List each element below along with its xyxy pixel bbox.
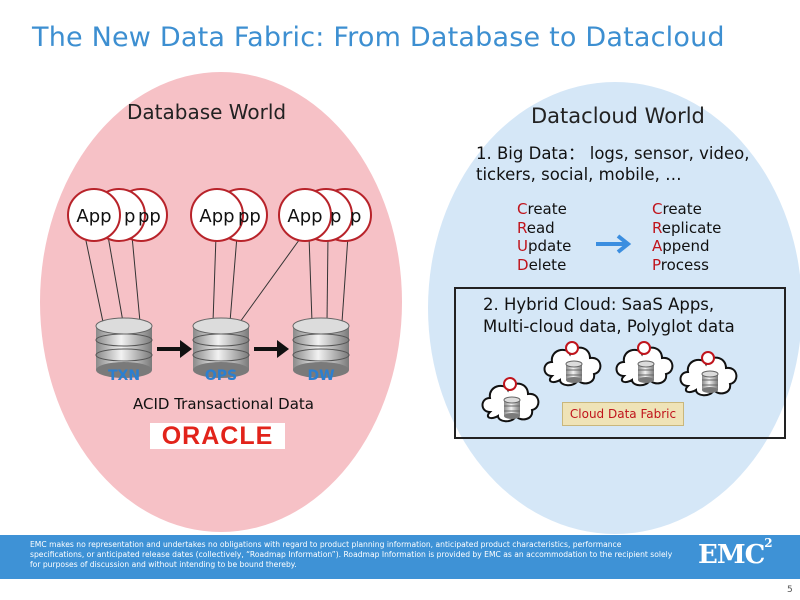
database-label-dw: DW: [307, 368, 334, 384]
app-connector-lines: [84, 235, 349, 323]
app-label-partial: p: [124, 206, 135, 227]
emc-logo: EMC2: [698, 536, 773, 570]
footer-disclaimer: EMC makes no representation and undertak…: [30, 540, 673, 569]
app-label-partial: pp: [238, 206, 261, 227]
database-ops: OPS: [192, 317, 250, 384]
crud-item: Process: [652, 255, 709, 274]
cloud-db-icon: [615, 341, 674, 387]
database-dw: DW: [292, 317, 350, 384]
app-group-ops: App pp: [190, 188, 268, 242]
app-label: App: [76, 206, 111, 227]
crud-item: Append: [652, 237, 710, 255]
crud-list-left: Create Read Update Delete: [517, 200, 571, 274]
cloud-db-icon: [543, 341, 602, 387]
crud-item: Read: [517, 218, 555, 237]
acid-caption: ACID Transactional Data: [133, 395, 314, 413]
oracle-logo: ORACLE: [150, 423, 285, 449]
transform-arrow-icon: [596, 234, 632, 254]
app-group-txn: App p pp: [67, 188, 168, 242]
database-world-oval: [40, 72, 402, 532]
hybrid-line-2: Multi-cloud data, Polyglot data: [483, 317, 735, 336]
database-label-txn: TXN: [108, 368, 140, 384]
database-label-ops: OPS: [205, 368, 237, 384]
crud-item: Update: [517, 237, 572, 255]
database-txn: TXN: [95, 317, 153, 384]
app-circle: [278, 188, 332, 242]
crud-item: Create: [517, 200, 567, 218]
slide-title: The New Data Fabric: From Database to Da…: [32, 22, 725, 53]
cloud-db-icon: [481, 377, 540, 423]
datacloud-world-heading: Datacloud World: [531, 104, 705, 128]
big-data-line-1: 1. Big Data： logs, sensor, video,: [476, 144, 750, 163]
cloud-db-icon: [679, 351, 738, 397]
app-label: App: [199, 206, 234, 227]
flow-arrow-ops-dw: [254, 340, 289, 358]
crud-item: Delete: [517, 255, 567, 274]
app-circle: [67, 188, 121, 242]
app-group-dw: App p p: [278, 188, 372, 242]
app-circle: [190, 188, 244, 242]
crud-list-right: Create Replicate Append Process: [652, 200, 721, 274]
crud-item: Create: [652, 200, 702, 218]
page-number: 5: [787, 585, 793, 595]
hybrid-line-1: 2. Hybrid Cloud: SaaS Apps,: [483, 295, 715, 314]
cloud-data-fabric-label: Cloud Data Fabric: [562, 402, 684, 426]
footer-bar: [0, 535, 800, 579]
database-world-heading: Database World: [127, 100, 287, 124]
app-label-partial: p: [350, 206, 361, 227]
app-label-partial: p: [330, 206, 341, 227]
flow-arrow-txn-ops: [157, 340, 192, 358]
datacloud-world-oval: [428, 82, 800, 534]
app-label-partial: pp: [138, 206, 161, 227]
big-data-line-2: tickers, social, mobile, …: [476, 165, 682, 184]
app-label: App: [287, 206, 322, 227]
hybrid-cloud-box: [454, 287, 786, 439]
crud-item: Replicate: [652, 218, 722, 237]
